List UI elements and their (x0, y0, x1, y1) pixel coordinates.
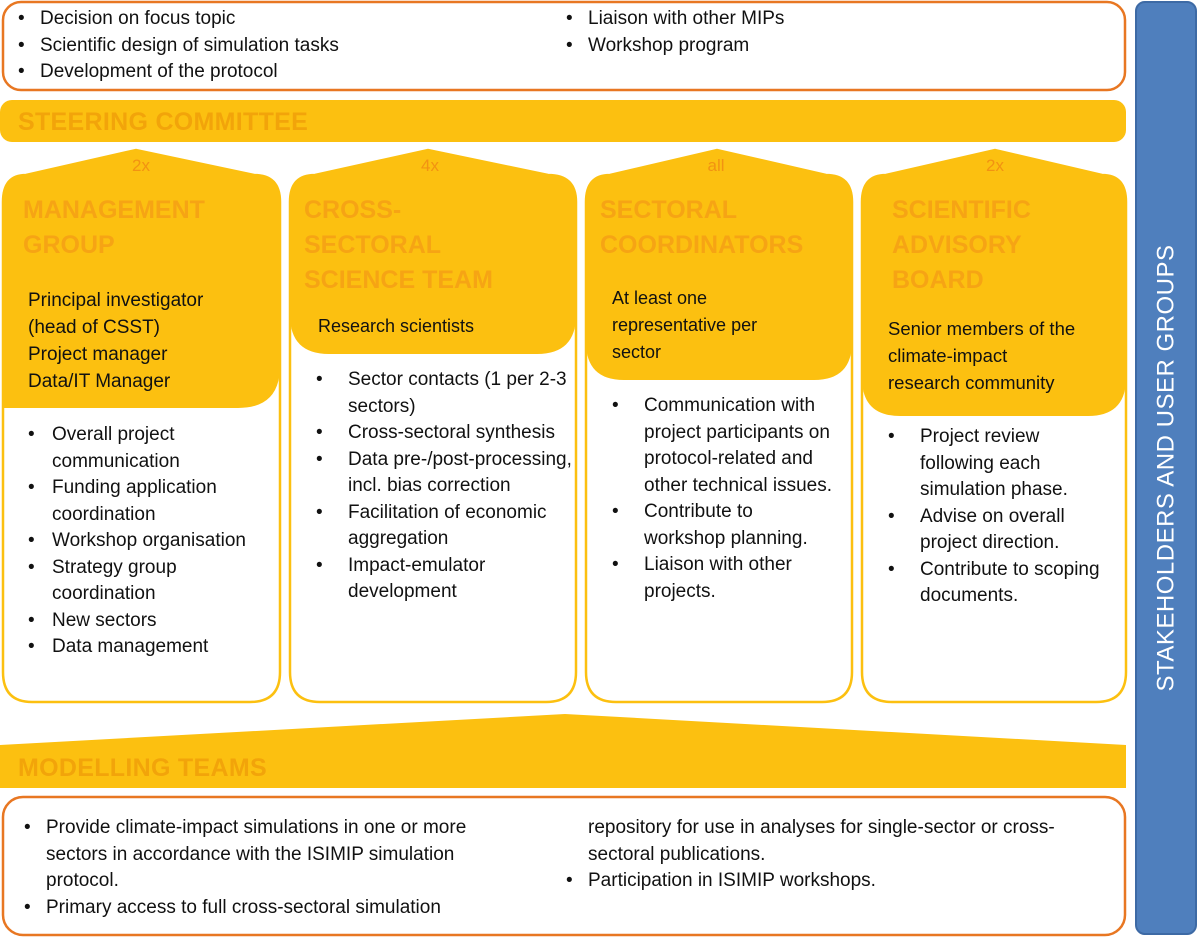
list-item: Advise on overall project direction. (878, 504, 1118, 557)
coordinators-title: SECTORAL COORDINATORS (600, 196, 804, 259)
list-item: Impact-emulator development (306, 553, 572, 606)
list-item: Workshop organisation (24, 528, 276, 555)
list-item: Development of the protocol (10, 59, 530, 86)
coordinators-multiplier: all (707, 156, 725, 175)
steering-band-shape (0, 100, 1126, 142)
advisory-multiplier: 2x (986, 156, 1004, 175)
coordinators-task-list: Communication with project participants … (602, 393, 836, 605)
list-item: Primary access to full cross-sectoral si… (16, 895, 528, 922)
list-item: Participation in ISIMIP workshops. (558, 868, 1098, 895)
advisory-task-list: Project review following each simulation… (878, 424, 1118, 610)
list-item: Overall project communication (24, 422, 276, 475)
group-card-advisory-header (862, 150, 1126, 416)
list-item: Facilitation of economic aggregation (306, 500, 572, 553)
css-team-title: CROSS- SECTORAL SCIENCE TEAM (304, 196, 493, 294)
bottom-box-list-right: Participation in ISIMIP workshops. (558, 868, 1098, 895)
advisory-title: SCIENTIFIC ADVISORY BOARD (892, 196, 1031, 294)
css-team-multiplier: 4x (421, 156, 439, 175)
list-item: Project review following each simulation… (878, 424, 1118, 504)
list-item: Cross-sectoral synthesis (306, 420, 572, 447)
coordinators-description: At least one representative per sector (612, 288, 758, 362)
advisory-description: Senior members of the climate-impact res… (888, 318, 1076, 393)
list-item: Data pre-/post-processing, incl. bias co… (306, 447, 572, 500)
bottom-box-continuation-text: repository for use in analyses for singl… (588, 817, 1055, 865)
list-item: Contribute to workshop planning. (602, 499, 836, 552)
list-item: Data management (24, 634, 276, 661)
management-task-list: Overall project communication Funding ap… (24, 422, 276, 661)
stakeholders-side-bar (1135, 1, 1197, 935)
list-item: Communication with project participants … (602, 393, 836, 499)
modelling-teams-title: MODELLING TEAMS (18, 754, 267, 782)
css-team-task-list: Sector contacts (1 per 2-3 sectors) Cros… (306, 367, 572, 606)
bottom-box-list-left: Provide climate-impact simulations in on… (16, 815, 528, 921)
top-box-list-right: Liaison with other MIPs Workshop program (558, 6, 978, 59)
list-item: Contribute to scoping documents. (878, 557, 1118, 610)
stakeholders-label-text: STAKEHOLDERS AND USER GROUPS (1152, 244, 1180, 692)
list-item: Liaison with other MIPs (558, 6, 978, 33)
management-description: Principal investigator (head of CSST) Pr… (28, 290, 204, 392)
list-item: Decision on focus topic (10, 6, 530, 33)
management-multiplier: 2x (132, 156, 150, 175)
modelling-band-shape (0, 714, 1126, 788)
stakeholders-side-label: STAKEHOLDERS AND USER GROUPS (1136, 2, 1196, 934)
list-item: Liaison with other projects. (602, 552, 836, 605)
steering-committee-title: STEERING COMMITTEE (18, 108, 309, 136)
list-item: Sector contacts (1 per 2-3 sectors) (306, 367, 572, 420)
list-item: Funding application coordination (24, 475, 276, 528)
group-card-coordinators-header (586, 150, 852, 380)
list-item: Provide climate-impact simulations in on… (16, 815, 528, 895)
list-item: Workshop program (558, 33, 978, 60)
group-card-css-header (290, 150, 576, 354)
css-team-description: Research scientists (318, 316, 475, 336)
list-item: Strategy group coordination (24, 555, 276, 608)
list-item: Scientific design of simulation tasks (10, 33, 530, 60)
group-card-management-header (3, 150, 280, 408)
list-item: New sectors (24, 608, 276, 635)
top-box-list-left: Decision on focus topic Scientific desig… (10, 6, 530, 86)
management-title: MANAGEMENT GROUP (23, 196, 205, 259)
